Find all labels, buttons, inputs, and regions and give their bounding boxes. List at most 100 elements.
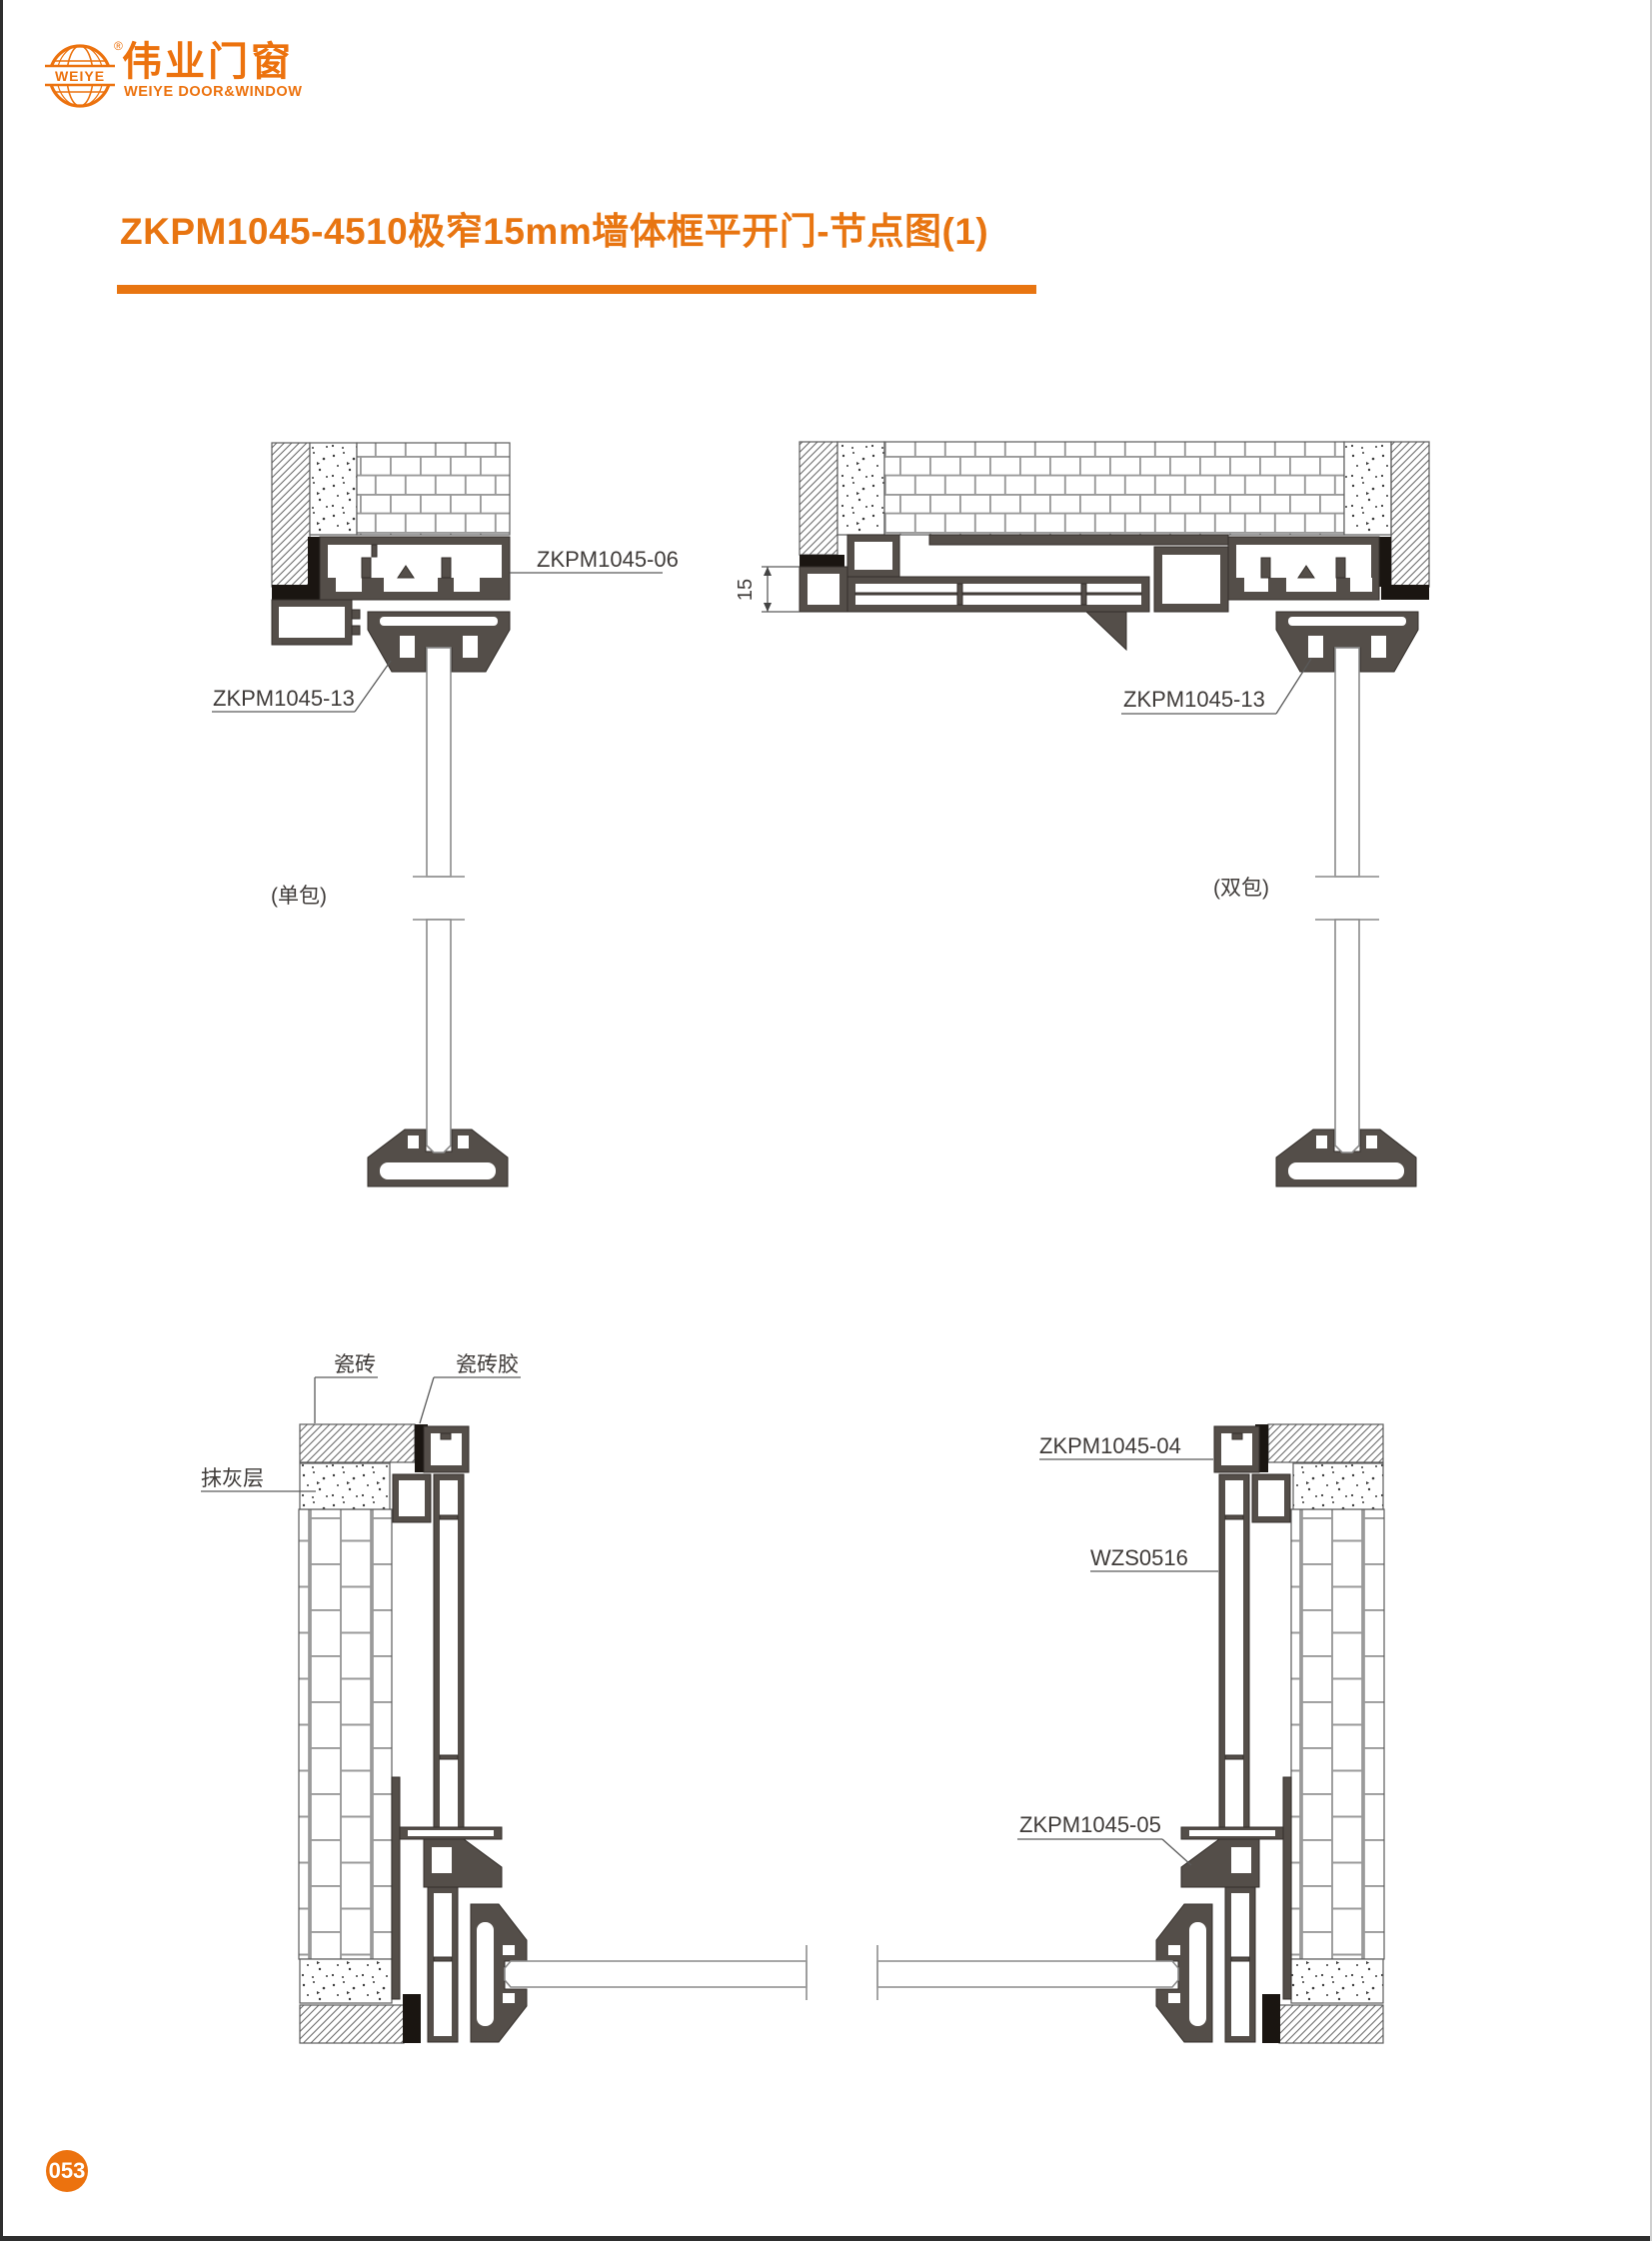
profile-detail: [441, 557, 452, 579]
profile-detail: [1230, 1956, 1250, 1962]
brick-block: [298, 1508, 393, 1960]
registered-mark: ®: [114, 39, 123, 53]
label-adapter: ZKPM1045-13: [213, 686, 355, 711]
profile-cavity: [384, 578, 438, 592]
drawing-bottom-left-jamb-section: 瓷砖 瓷砖胶 抹灰层: [201, 1353, 808, 2044]
hatch-block: [1278, 2004, 1384, 2044]
arrow-icon: [764, 567, 772, 576]
profile-cavity: [440, 1480, 458, 1828]
page-title: ZKPM1045-4510极窄15mm墙体框平开门-节点图(1): [120, 211, 989, 252]
profile-cavity: [1168, 1993, 1180, 2003]
profile-detail: [1231, 1432, 1243, 1440]
door-panel: [426, 919, 452, 1153]
black-filler: [1379, 537, 1391, 587]
brick-block: [1290, 1508, 1385, 1960]
profile-cavity: [1189, 1922, 1206, 2026]
profile-detail: [1260, 557, 1271, 579]
page-number-badge: 053: [46, 2150, 88, 2192]
profile-detail: [433, 1956, 453, 1962]
arrow-icon: [764, 603, 772, 612]
wall-frame-lip: [928, 534, 1229, 546]
profile-detail: [1224, 1514, 1244, 1520]
profile-detail: [1297, 565, 1315, 579]
profile-detail: [854, 592, 1142, 596]
label-wrap-type: (双包): [1213, 877, 1269, 900]
profile-cavity: [1244, 578, 1268, 592]
dimension-15: 15: [735, 566, 800, 613]
profile-cavity: [408, 1830, 494, 1836]
stipple-block: [1343, 441, 1392, 536]
profile-cavity: [503, 1945, 515, 1955]
dimension-value: 15: [735, 579, 757, 601]
profile-cavity: [503, 1993, 515, 2003]
profile-detail: [351, 609, 361, 620]
door-panel: [504, 1960, 808, 1988]
profile-detail: [439, 1754, 459, 1760]
profile-detail: [1224, 1754, 1244, 1760]
brick-block: [356, 442, 511, 536]
black-filler: [1381, 585, 1429, 600]
brick-block: [883, 441, 1345, 536]
hatch-block: [1390, 441, 1430, 588]
profile-detail: [1084, 611, 1127, 652]
profile-detail: [440, 1432, 452, 1440]
profile-cavity: [1231, 1893, 1249, 2036]
page-edge-bottom: [0, 2236, 1652, 2241]
label-tile: 瓷砖: [334, 1353, 376, 1376]
profile-cavity: [1231, 1847, 1251, 1873]
black-filler: [403, 1994, 421, 2043]
black-filler: [308, 537, 320, 587]
profile-cavity: [1350, 578, 1372, 592]
profile-detail: [1080, 583, 1087, 606]
profile-cavity: [1286, 578, 1336, 592]
door-panel: [876, 1960, 1179, 1988]
label-top-frame: ZKPM1045-04: [1039, 1433, 1181, 1458]
brand-name-cn: 伟业门窗: [122, 40, 294, 84]
profile-cavity: [854, 542, 892, 570]
globe-band: [46, 66, 114, 85]
black-filler: [800, 555, 844, 567]
profile-cavity: [434, 1893, 452, 2036]
profile-cavity: [328, 545, 502, 578]
profile-cavity: [279, 607, 345, 638]
wall-strip-profile: [391, 1776, 401, 2000]
door-panel: [426, 647, 452, 878]
profile-cavity: [336, 578, 362, 592]
profile-cavity: [1189, 1830, 1275, 1836]
profile-cavity: [477, 1922, 494, 2026]
profile-cavity: [399, 1480, 425, 1516]
hatch-block: [271, 442, 311, 588]
leader-line: [354, 660, 392, 713]
label-head-frame: ZKPM1045-06: [537, 547, 679, 572]
profile-detail: [397, 565, 415, 579]
label-plaster: 抹灰层: [201, 1467, 264, 1490]
door-panel: [1334, 647, 1360, 878]
profile-cavity: [808, 574, 839, 605]
wall-strip-profile: [1282, 1776, 1292, 2000]
profile-detail: [371, 544, 378, 558]
profile-cavity: [454, 578, 480, 592]
tile-hatch-block: [1267, 1423, 1384, 1463]
profile-detail: [351, 625, 361, 636]
profile-detail: [439, 1514, 459, 1520]
profile-detail: [1335, 557, 1346, 579]
tile-hatch-block: [299, 1423, 416, 1463]
stipple-block: [309, 442, 358, 536]
page-edge-left: [0, 0, 3, 2241]
stipple-block: [836, 441, 885, 536]
profile-cavity: [1258, 1480, 1284, 1516]
label-tile-adhesive: 瓷砖胶: [456, 1353, 519, 1376]
hatch-block: [299, 2004, 405, 2044]
stipple-block: [299, 1958, 393, 2004]
profile-detail: [956, 583, 963, 606]
brand-name-en: WEIYE DOOR&WINDOW: [124, 84, 303, 100]
globe-text: WEIYE: [55, 68, 105, 84]
profile-cavity: [432, 1847, 452, 1873]
leader-line: [1161, 1838, 1192, 1866]
black-filler: [272, 585, 320, 600]
weiye-logo-icon: WEIYE ®: [45, 39, 123, 108]
label-adapter: ZKPM1045-13: [1123, 687, 1265, 712]
drawing-top-left-head-section: ZKPM1045-06 ZKPM1045-13 (单包): [212, 442, 679, 1187]
drawing-top-right-head-section: 15 ZKPM1045-13 (双包): [735, 441, 1430, 1187]
